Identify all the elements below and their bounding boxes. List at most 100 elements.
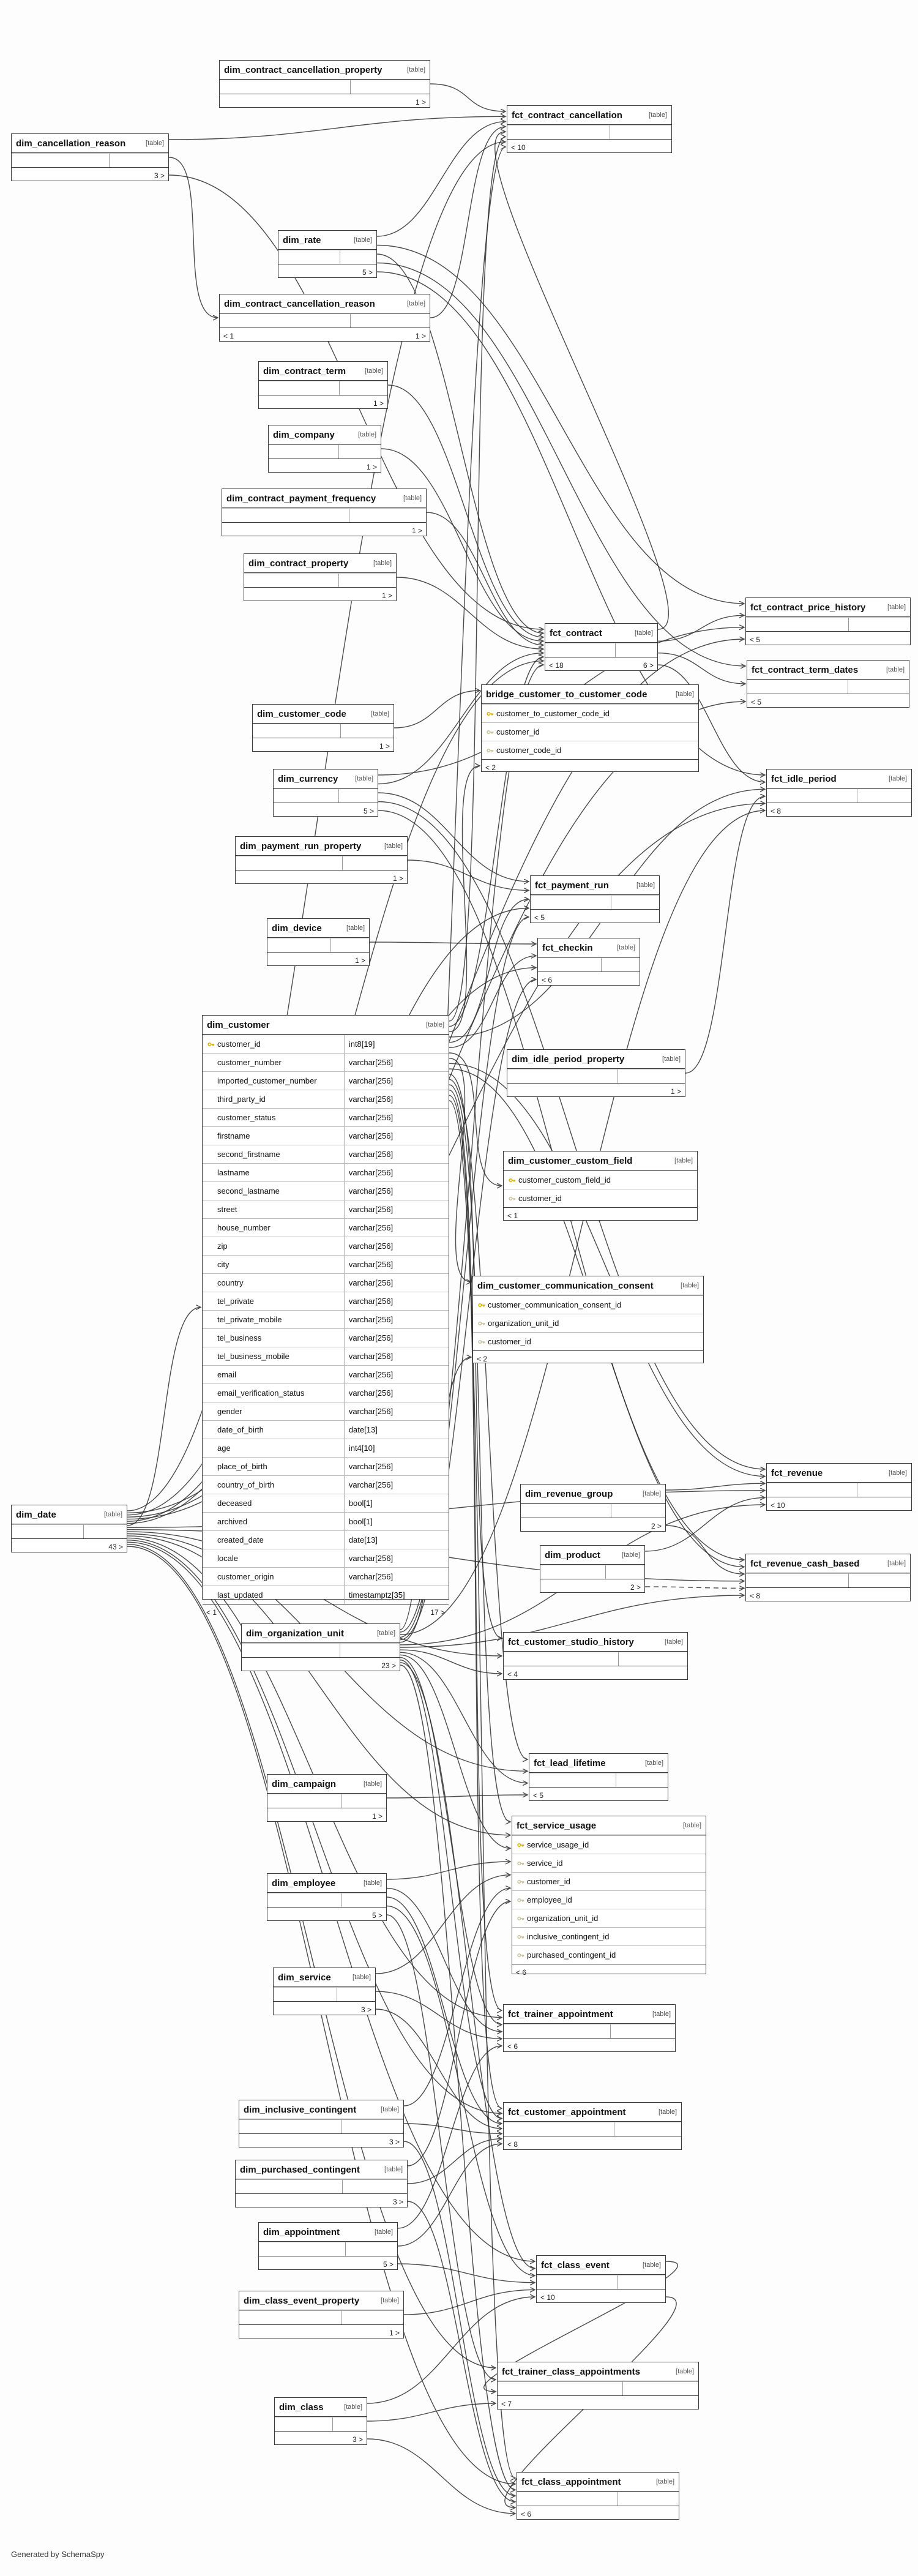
table-name-link[interactable]: bridge_customer_to_customer_code [486, 689, 647, 700]
table-name-link[interactable]: dim_date [16, 1509, 56, 1520]
table-node-fct_customer_studio_history[interactable]: fct_customer_studio_history[table]< 4 [503, 1632, 688, 1680]
table-node-fct_class_appointment[interactable]: fct_class_appointment[table]< 6 [517, 2472, 679, 2520]
table-name-link[interactable]: dim_purchased_contingent [240, 2164, 360, 2175]
table-name-link[interactable]: dim_class_event_property [244, 2295, 360, 2306]
table-name-link[interactable]: dim_rate [283, 234, 321, 245]
table-node-fct_contract_term_dates[interactable]: fct_contract_term_dates[table]< 5 [747, 660, 909, 708]
table-node-dim_class_event_property[interactable]: dim_class_event_property[table]1 > [239, 2291, 404, 2338]
table-name-link[interactable]: fct_idle_period [771, 773, 837, 784]
table-name-link[interactable]: dim_device [272, 923, 322, 934]
table-name-link[interactable]: dim_customer_code [257, 708, 346, 719]
table-name-link[interactable]: dim_contract_cancellation_property [224, 64, 382, 75]
table-name-link[interactable]: fct_class_appointment [521, 2476, 621, 2487]
children-degree: < 5 [750, 635, 761, 644]
table-node-dim_product[interactable]: dim_product[table]2 > [540, 1545, 645, 1593]
table-node-fct_lead_lifetime[interactable]: fct_lead_lifetime[table]< 5 [529, 1753, 668, 1801]
table-node-fct_customer_appointment[interactable]: fct_customer_appointment[table]< 8 [503, 2102, 682, 2150]
table-node-fct_trainer_appointment[interactable]: fct_trainer_appointment[table]< 6 [503, 2004, 676, 2052]
table-node-dim_appointment[interactable]: dim_appointment[table]5 > [258, 2222, 398, 2270]
table-name-link[interactable]: dim_appointment [263, 2226, 340, 2237]
table-node-dim_contract_cancellation_reason[interactable]: dim_contract_cancellation_reason[table]<… [219, 294, 430, 342]
table-node-fct_contract_price_history[interactable]: fct_contract_price_history[table]< 5 [745, 597, 911, 645]
table-name-link[interactable]: dim_idle_period_property [512, 1054, 625, 1065]
table-node-dim_purchased_contingent[interactable]: dim_purchased_contingent[table]3 > [235, 2160, 408, 2207]
table-node-dim_contract_payment_frequency[interactable]: dim_contract_payment_frequency[table]1 > [222, 489, 427, 536]
table-node-dim_cancellation_reason[interactable]: dim_cancellation_reason[table]3 > [11, 133, 169, 181]
table-name-link[interactable]: dim_contract_term [263, 365, 346, 376]
table-node-bridge_customer_to_customer_code[interactable]: bridge_customer_to_customer_code[table]c… [481, 684, 699, 772]
table-name-link[interactable]: dim_customer_communication_consent [477, 1280, 654, 1291]
table-node-dim_campaign[interactable]: dim_campaign[table]1 > [267, 1774, 387, 1822]
table-name-link[interactable]: dim_product [545, 1549, 600, 1560]
table-name-link[interactable]: fct_customer_appointment [508, 2106, 626, 2117]
table-node-fct_idle_period[interactable]: fct_idle_period[table]< 8 [766, 769, 912, 817]
columns-collapsed-row [220, 313, 430, 328]
table-node-dim_company[interactable]: dim_company[table]1 > [268, 425, 381, 473]
table-name-link[interactable]: dim_company [273, 429, 335, 440]
table-node-fct_revenue[interactable]: fct_revenue[table]< 10 [766, 1463, 912, 1511]
table-node-dim_contract_term[interactable]: dim_contract_term[table]1 > [258, 361, 388, 409]
table-node-fct_checkin[interactable]: fct_checkin[table]< 6 [537, 938, 640, 986]
table-header: dim_inclusive_contingent[table] [239, 2100, 403, 2119]
column-row: customer_communication_consent_id [473, 1295, 703, 1314]
table-node-dim_idle_period_property[interactable]: dim_idle_period_property[table]1 > [507, 1049, 685, 1097]
table-node-dim_customer_communication_consent[interactable]: dim_customer_communication_consent[table… [472, 1276, 704, 1363]
table-node-dim_date[interactable]: dim_date[table]43 > [11, 1505, 127, 1552]
table-node-dim_employee[interactable]: dim_employee[table]5 > [267, 1873, 387, 1921]
table-name-link[interactable]: dim_employee [272, 1878, 336, 1889]
table-name-link[interactable]: fct_payment_run [535, 880, 609, 891]
table-node-dim_currency[interactable]: dim_currency[table]5 > [273, 769, 378, 817]
table-name-link[interactable]: dim_customer [207, 1019, 270, 1030]
table-name-link[interactable]: fct_revenue [771, 1467, 823, 1478]
table-name-link[interactable]: fct_contract_price_history [750, 602, 866, 613]
table-name-link[interactable]: fct_revenue_cash_based [750, 1558, 860, 1569]
table-name-link[interactable]: dim_inclusive_contingent [244, 2104, 357, 2115]
table-node-dim_class[interactable]: dim_class[table]3 > [274, 2397, 367, 2445]
table-name-link[interactable]: dim_service [278, 1972, 331, 1983]
table-name-link[interactable]: dim_organization_unit [246, 1628, 345, 1639]
table-name-link[interactable]: fct_checkin [542, 942, 593, 953]
table-node-dim_inclusive_contingent[interactable]: dim_inclusive_contingent[table]3 > [239, 2100, 404, 2147]
table-name-link[interactable]: fct_contract [550, 627, 602, 638]
table-node-dim_rate[interactable]: dim_rate[table]5 > [278, 230, 377, 278]
table-name-link[interactable]: fct_customer_studio_history [508, 1636, 634, 1647]
table-node-fct_payment_run[interactable]: fct_payment_run[table]< 5 [530, 875, 660, 923]
table-name-link[interactable]: fct_contract_cancellation [512, 110, 622, 121]
table-name-link[interactable]: dim_contract_payment_frequency [226, 493, 376, 504]
table-name-link[interactable]: dim_class [279, 2402, 324, 2413]
table-node-dim_device[interactable]: dim_device[table]1 > [267, 918, 370, 966]
table-node-fct_service_usage[interactable]: fct_service_usage[table]service_usage_id… [512, 1816, 706, 1977]
table-name-link[interactable]: fct_lead_lifetime [534, 1758, 606, 1769]
table-name-link[interactable]: dim_campaign [272, 1778, 337, 1789]
table-name-link[interactable]: dim_cancellation_reason [16, 138, 126, 149]
table-node-dim_payment_run_property[interactable]: dim_payment_run_property[table]1 > [235, 836, 408, 884]
table-name-link[interactable]: dim_currency [278, 773, 338, 784]
table-header: fct_contract_term_dates[table] [747, 661, 909, 680]
table-name-link[interactable]: fct_class_event [541, 2260, 610, 2271]
table-name-link[interactable]: fct_contract_term_dates [752, 664, 859, 675]
table-node-dim_organization_unit[interactable]: dim_organization_unit[table]23 > [241, 1623, 400, 1671]
table-node-dim_contract_cancellation_property[interactable]: dim_contract_cancellation_property[table… [219, 60, 430, 108]
table-node-dim_customer_custom_field[interactable]: dim_customer_custom_field[table]customer… [503, 1151, 698, 1221]
table-node-fct_class_event[interactable]: fct_class_event[table]< 10 [536, 2255, 666, 2303]
table-node-dim_customer_code[interactable]: dim_customer_code[table]1 > [252, 704, 394, 752]
table-name-link[interactable]: dim_payment_run_property [240, 841, 362, 852]
column-name: locale [217, 1554, 238, 1563]
table-name-link[interactable]: fct_service_usage [517, 1820, 597, 1831]
table-node-dim_revenue_group[interactable]: dim_revenue_group[table]2 > [520, 1484, 666, 1532]
table-name-link[interactable]: dim_contract_cancellation_reason [224, 298, 375, 309]
table-node-fct_revenue_cash_based[interactable]: fct_revenue_cash_based[table]< 8 [745, 1554, 911, 1601]
table-node-fct_trainer_class_appointments[interactable]: fct_trainer_class_appointments[table]< 7 [497, 2362, 699, 2409]
table-name-link[interactable]: fct_trainer_appointment [508, 2009, 613, 2020]
table-name-link[interactable]: fct_trainer_class_appointments [502, 2366, 640, 2377]
table-name-link[interactable]: dim_contract_property [248, 558, 349, 569]
table-name-link[interactable]: dim_revenue_group [525, 1488, 613, 1499]
table-node-dim_contract_property[interactable]: dim_contract_property[table]1 > [244, 553, 397, 601]
table-node-dim_service[interactable]: dim_service[table]3 > [273, 1968, 376, 2015]
table-kind-label: [table] [674, 1157, 693, 1164]
table-node-fct_contract_cancellation[interactable]: fct_contract_cancellation[table]< 10 [507, 105, 672, 153]
table-name-link[interactable]: dim_customer_custom_field [508, 1155, 633, 1166]
